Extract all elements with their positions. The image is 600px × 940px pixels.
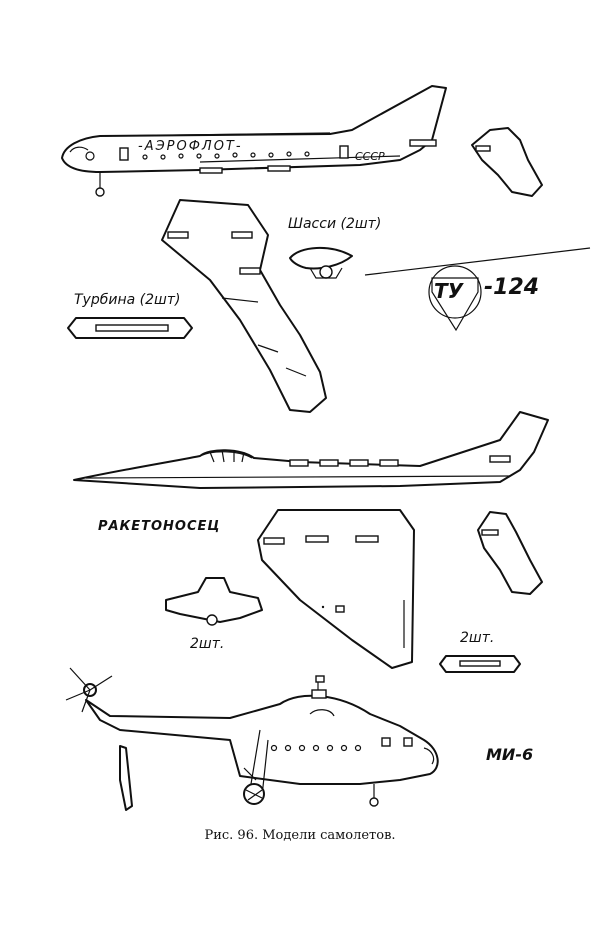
tu124-emblem-text: ТУ — [434, 279, 465, 303]
tu124-model-label: -124 — [484, 275, 539, 300]
rocket-carrier-tail — [477, 511, 543, 595]
figure-caption: Рис. 96. Модели самолетов. — [204, 828, 396, 843]
rocket-carrier-turbine-part — [439, 655, 521, 673]
tu124-chassis-part — [289, 246, 353, 279]
tu124-chassis-label: Шасси (2шт) — [288, 216, 381, 232]
rocket-carrier-small-part — [165, 577, 263, 626]
rocket-carrier-qty-right: 2шт. — [460, 630, 494, 646]
tu124-fuselage: -АЭРОФЛОТ- СССР — [61, 85, 447, 197]
rocket-carrier-label: РАКЕТОНОСЕЦ — [98, 519, 220, 534]
tu124-cockpit — [69, 146, 89, 153]
tu124-turbine-part — [67, 317, 193, 339]
tu124-sssr-label: СССР — [355, 150, 385, 163]
rocket-carrier-qty-left: 2шт. — [190, 636, 224, 652]
mi6-model-label: МИ-6 — [486, 745, 533, 764]
tu124-turbine-label: Турбина (2шт) — [74, 292, 180, 308]
tu124-emblem: ТУ -124 — [364, 247, 591, 332]
mi6-helicopter — [65, 667, 439, 811]
mi6-blade-part — [119, 745, 133, 811]
mi6-tail-rotor — [65, 667, 113, 713]
rocket-carrier-wing — [257, 509, 415, 669]
tu124-wing — [161, 199, 327, 413]
mi6-tail-boom — [85, 694, 439, 785]
rocket-carrier-fuselage — [73, 411, 549, 489]
tu124-tail-stabilizer — [471, 127, 543, 197]
tu124-windows — [142, 151, 310, 160]
tu124-aeroflot-label: -АЭРОФЛОТ- — [138, 139, 243, 154]
mi6-windows — [270, 744, 362, 752]
